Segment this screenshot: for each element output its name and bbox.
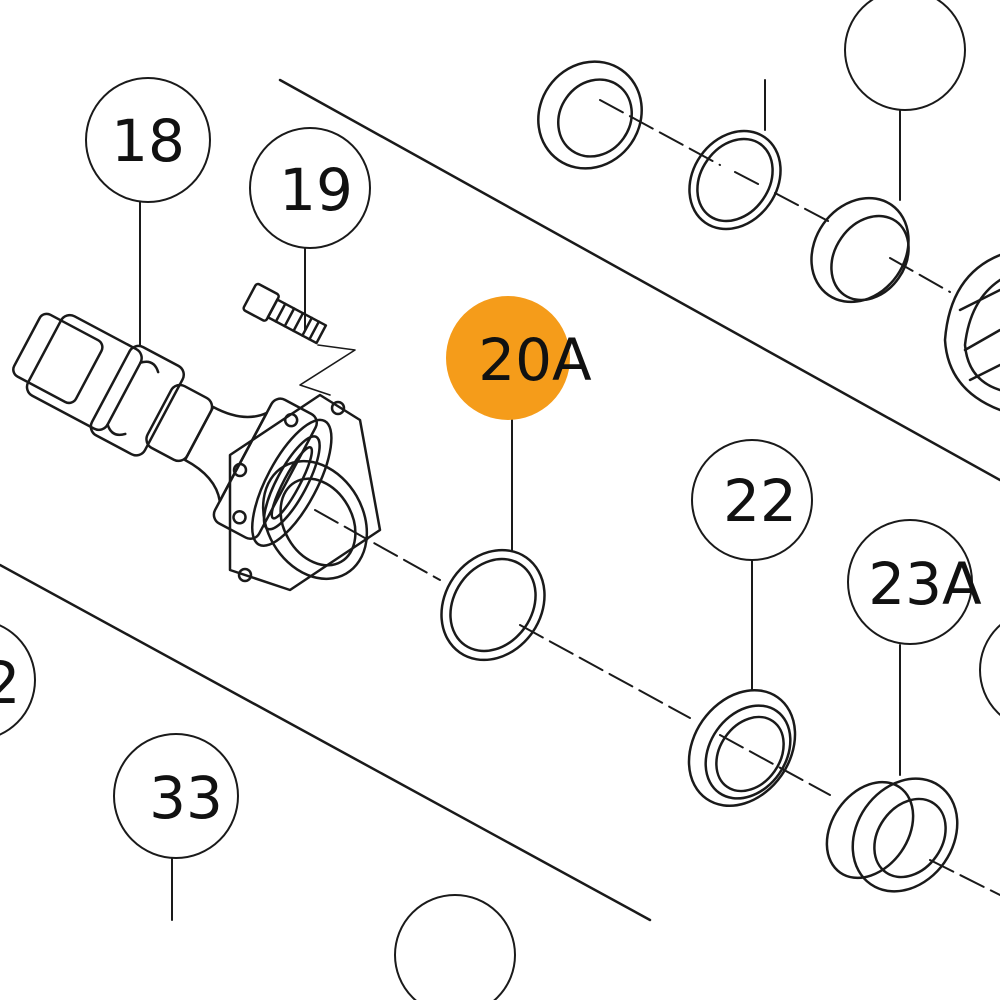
part-19-screw	[242, 282, 328, 345]
upper-right-body	[943, 253, 1000, 412]
part-23a-bushing-flange	[851, 777, 959, 893]
callout-top-right-circle[interactable]	[844, 0, 966, 111]
callout-22-circle[interactable]	[691, 439, 813, 561]
upper-ring-left	[537, 60, 643, 170]
upper-bushing	[810, 196, 910, 304]
axis-line-upper	[599, 99, 951, 293]
callout-19-label: 19	[279, 156, 353, 224]
housing-outline-top	[278, 78, 1000, 482]
housing-outline-top-2	[300, 80, 1000, 470]
callout-33-circle[interactable]	[113, 733, 239, 859]
part-22-seal-outer	[687, 688, 797, 808]
part-23a-bushing-back	[825, 780, 915, 880]
callout-23a-label: 23A	[868, 550, 982, 618]
axis-line-lower	[314, 509, 1000, 896]
part-22-seal-mid	[704, 704, 792, 800]
callout-18-circle[interactable]	[85, 77, 211, 203]
callout-20a-label: 20A	[478, 326, 592, 394]
part-19-leader-zigzag	[299, 344, 356, 396]
callout-right-partial-circle[interactable]	[979, 610, 1000, 730]
part-20a-oring-inner	[449, 557, 537, 653]
callout-19-circle[interactable]	[249, 127, 371, 249]
callout-bottom-partial-circle[interactable]	[394, 894, 516, 1000]
callout-33-label: 33	[149, 764, 223, 832]
part-18-bore	[261, 459, 369, 581]
part-18-flange-face	[228, 393, 382, 592]
callout-left-partial-label: 2	[0, 649, 20, 717]
part-22-seal-inner	[715, 715, 785, 793]
callout-left-partial-circle[interactable]	[0, 620, 36, 740]
part-20a-oring-outer	[440, 548, 546, 662]
upper-snap-ring	[688, 129, 782, 231]
callout-23a-circle[interactable]	[847, 519, 973, 645]
callout-18-label: 18	[111, 107, 185, 175]
housing-outline-bottom	[0, 563, 652, 922]
callout-22-label: 22	[723, 467, 797, 535]
part-18-flange-housing	[12, 312, 333, 547]
callout-20a-circle[interactable]	[446, 296, 570, 420]
